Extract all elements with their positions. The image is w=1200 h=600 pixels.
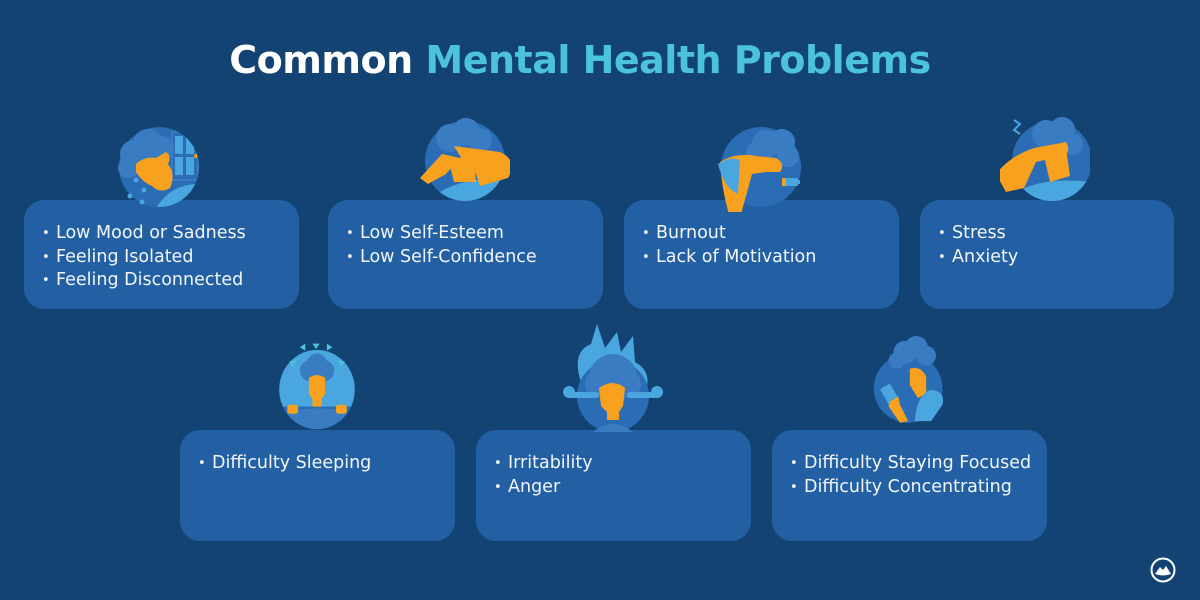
list-item: •Stress <box>938 223 1006 243</box>
title-part-white: Common <box>229 38 413 82</box>
card-sleeping: •Difficulty Sleeping <box>180 430 455 541</box>
covering-face-person-icon <box>420 118 510 201</box>
list-item: •Difficulty Concentrating <box>790 476 1012 497</box>
card-burnout: •Burnout •Lack of Motivation <box>624 200 899 309</box>
card-irritability: •Irritability •Anger <box>476 430 751 541</box>
list-item: •Irritability <box>494 453 593 473</box>
angry-person-icon <box>563 324 663 432</box>
mountain-logo-icon <box>1150 557 1176 583</box>
distracted-phone-person-icon <box>873 336 944 423</box>
title-part-accent: Mental Health Problems <box>425 38 931 82</box>
card-self-esteem: •Low Self-Esteem •Low Self-Confidence <box>328 200 603 309</box>
card-stress: •Stress •Anxiety <box>920 200 1174 309</box>
list-item: •Difficulty Staying Focused <box>790 453 1032 473</box>
list-item: •Anger <box>494 476 561 497</box>
list-item: •Burnout <box>642 223 726 243</box>
sleepless-person-icon <box>279 343 355 430</box>
list-item: •Difficulty Sleeping <box>198 453 372 473</box>
list-item: •Feeling Disconnected <box>42 270 244 290</box>
low-battery-person-icon <box>718 127 801 212</box>
headache-person-icon <box>1000 117 1090 201</box>
list-item: •Low Self-Esteem <box>346 223 504 243</box>
list-item: •Lack of Motivation <box>642 246 817 267</box>
card-focus: •Difficulty Staying Focused •Difficulty … <box>772 430 1047 541</box>
card-low-mood: •Low Mood or Sadness •Feeling Isolated •… <box>24 200 299 309</box>
list-item: •Low Self-Confidence <box>346 246 537 267</box>
crying-person-icon <box>118 127 199 207</box>
list-item: •Low Mood or Sadness <box>42 223 246 243</box>
list-item: •Feeling Isolated <box>42 246 194 267</box>
list-item: •Anxiety <box>938 246 1019 267</box>
page-title: Common Mental Health Problems <box>0 38 1160 82</box>
